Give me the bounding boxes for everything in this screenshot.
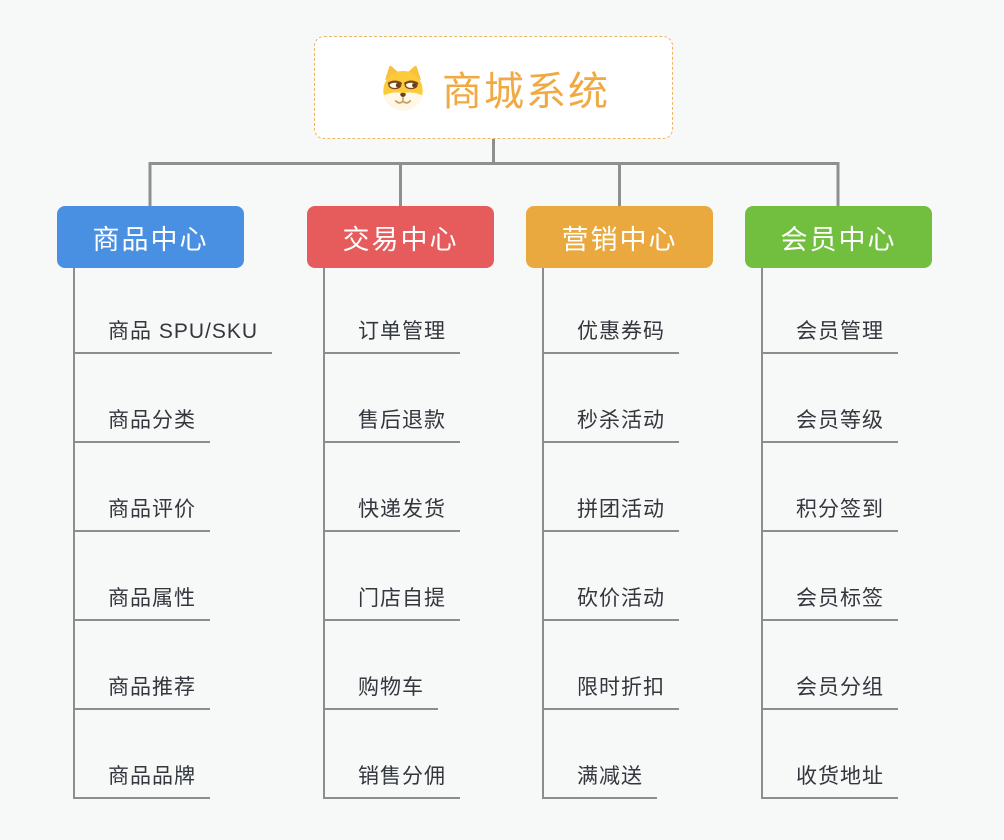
root-node[interactable]: 商城系统 [314, 36, 673, 139]
branch-node-4[interactable]: 会员中心 [745, 206, 932, 268]
child-node[interactable]: 订单管理 [325, 265, 460, 354]
dog-face-icon [377, 64, 429, 112]
child-node[interactable]: 购物车 [325, 621, 438, 710]
child-node[interactable]: 销售分佣 [325, 710, 460, 799]
child-node[interactable]: 满减送 [544, 710, 657, 799]
child-list: 会员管理会员等级积分签到会员标签会员分组收货地址 [761, 265, 898, 799]
child-node[interactable]: 门店自提 [325, 532, 460, 621]
child-node[interactable]: 商品 SPU/SKU [75, 265, 273, 354]
child-node[interactable]: 商品分类 [75, 354, 210, 443]
branch-node-1[interactable]: 商品中心 [57, 206, 244, 268]
branch-label: 交易中心 [342, 224, 459, 255]
branch-label: 会员中心 [780, 224, 897, 255]
branch-label: 商品中心 [92, 224, 209, 255]
child-node[interactable]: 会员标签 [763, 532, 898, 621]
child-node[interactable]: 砍价活动 [544, 532, 679, 621]
child-node[interactable]: 拼团活动 [544, 443, 679, 532]
child-node[interactable]: 积分签到 [763, 443, 898, 532]
child-node[interactable]: 秒杀活动 [544, 354, 679, 443]
child-node[interactable]: 快递发货 [325, 443, 460, 532]
branch-bus-line [148, 162, 840, 206]
branch-node-3[interactable]: 营销中心 [526, 206, 713, 268]
child-node[interactable]: 商品品牌 [75, 710, 210, 799]
child-node[interactable]: 商品属性 [75, 532, 210, 621]
child-node[interactable]: 售后退款 [325, 354, 460, 443]
root-label: 商城系统 [442, 69, 610, 114]
child-node[interactable]: 商品推荐 [75, 621, 210, 710]
child-node[interactable]: 商品评价 [75, 443, 210, 532]
child-list: 优惠券码秒杀活动拼团活动砍价活动限时折扣满减送 [542, 265, 679, 799]
child-node[interactable]: 会员管理 [763, 265, 898, 354]
child-node[interactable]: 收货地址 [763, 710, 898, 799]
branch-label: 营销中心 [561, 224, 678, 255]
child-node[interactable]: 会员等级 [763, 354, 898, 443]
child-list: 订单管理售后退款快递发货门店自提购物车销售分佣 [323, 265, 460, 799]
branch-node-2[interactable]: 交易中心 [307, 206, 494, 268]
child-node[interactable]: 会员分组 [763, 621, 898, 710]
child-node[interactable]: 限时折扣 [544, 621, 679, 710]
child-node[interactable]: 优惠券码 [544, 265, 679, 354]
